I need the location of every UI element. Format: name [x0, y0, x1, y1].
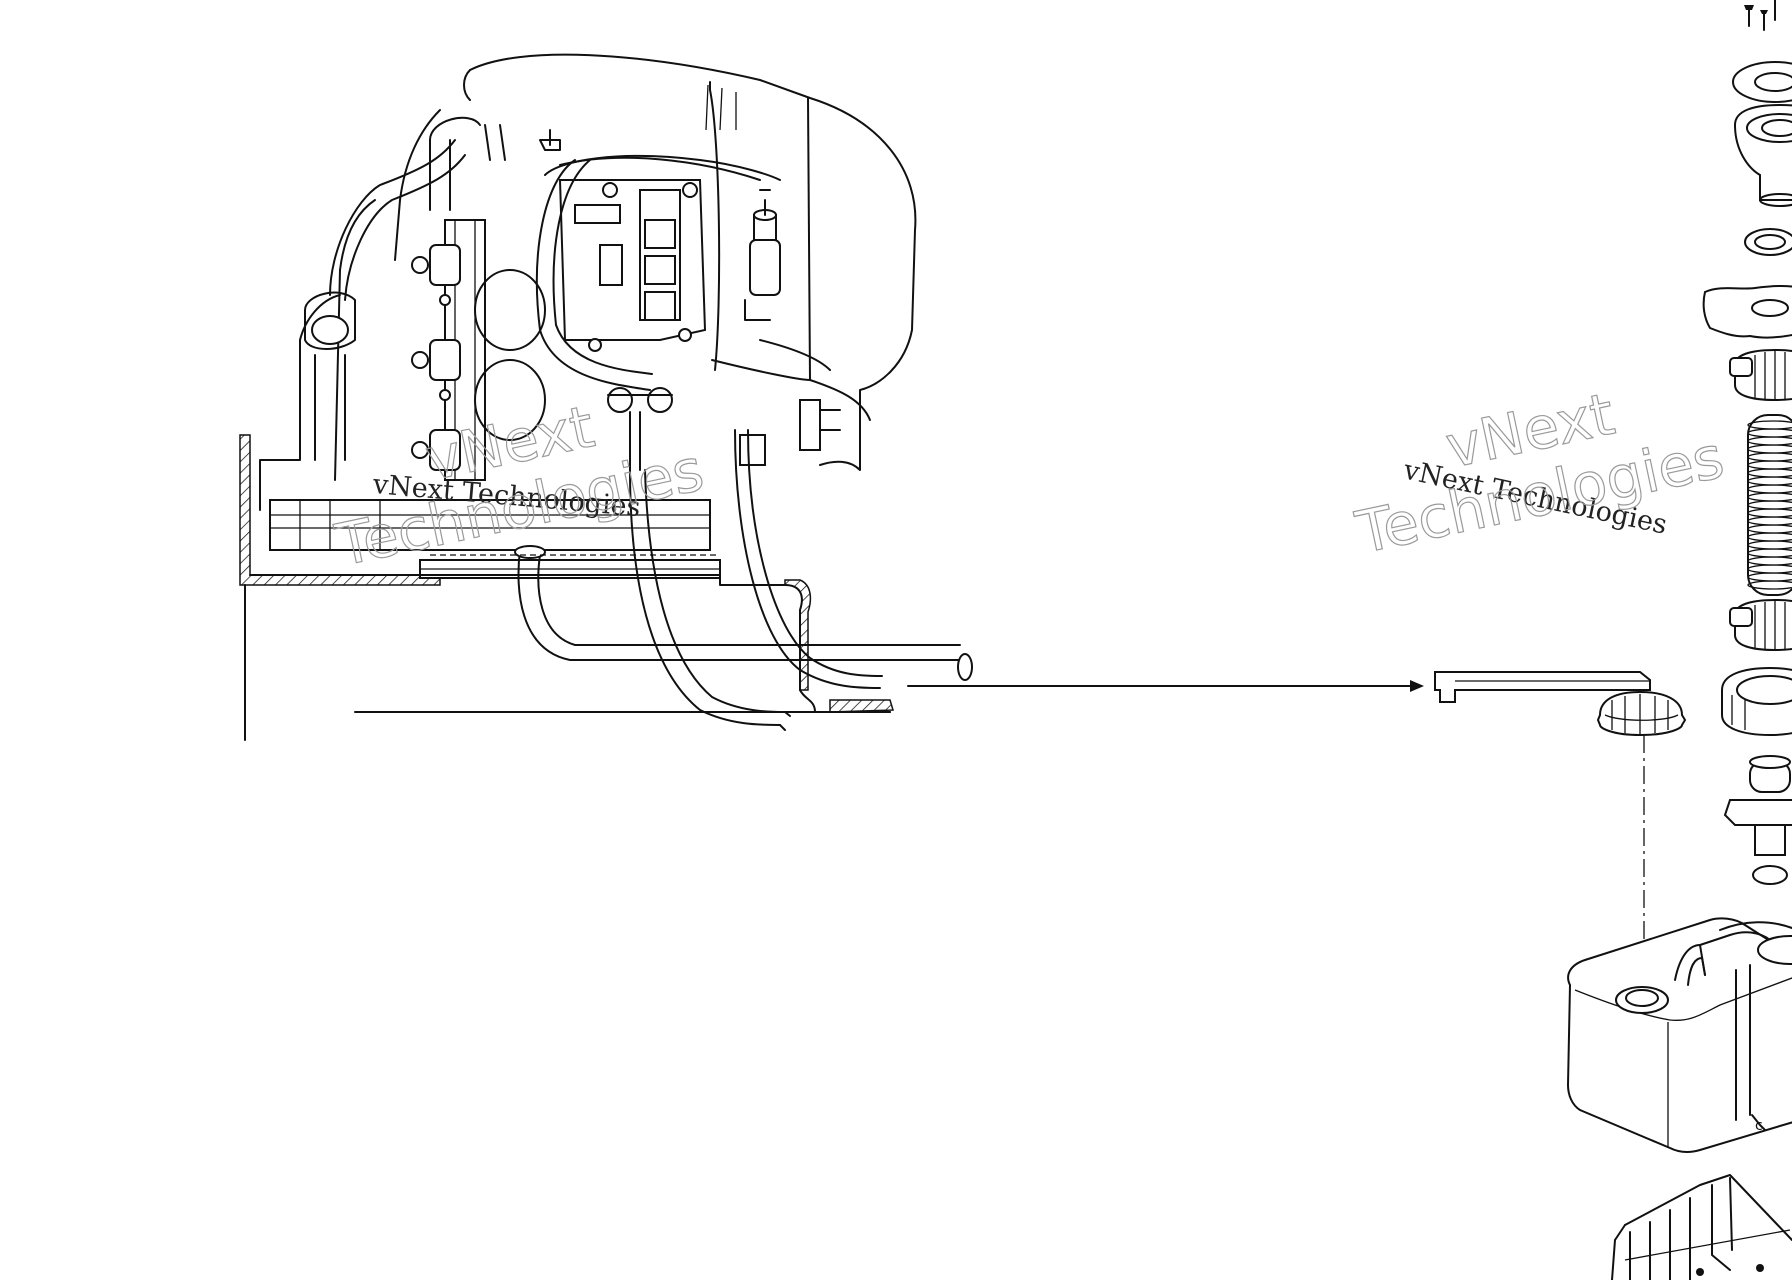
hose-rib [1747, 580, 1792, 590]
watermark-right: vNext Technologies vNext Technologies [1349, 379, 1730, 568]
fuel-tank: c [1566, 917, 1792, 1154]
svg-text:c: c [1755, 1118, 1763, 1134]
flow-arrow [907, 680, 1424, 692]
engine-assembly [239, 53, 973, 741]
corrugated-hose [1747, 414, 1792, 596]
exploded-parts-stack: c [1434, 0, 1792, 1280]
tank-cage [1611, 1174, 1792, 1280]
